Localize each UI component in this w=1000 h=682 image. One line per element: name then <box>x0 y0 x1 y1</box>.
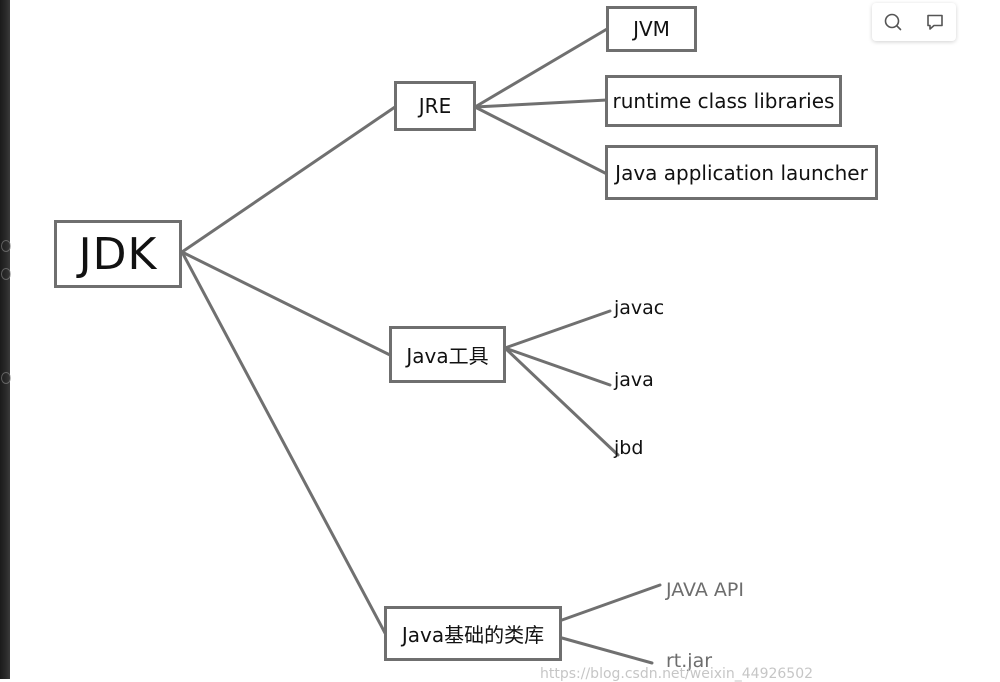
line-tools-javac <box>503 309 612 350</box>
leaf-rt-jar: rt.jar <box>666 650 713 672</box>
line-tools-java <box>503 346 612 387</box>
line-jre-libraries <box>473 98 609 109</box>
floating-toolbar <box>872 3 956 41</box>
node-java-tools: Java工具 <box>389 326 506 383</box>
edge-mark <box>1 372 11 384</box>
node-java-application-launcher: Java application launcher <box>605 145 878 200</box>
line-libs-api <box>560 583 662 622</box>
line-jdk-tools <box>180 250 392 357</box>
leaf-jbd: jbd <box>614 437 644 459</box>
watermark: https://blog.csdn.net/weixin_44926502 <box>540 666 814 682</box>
line-jdk-jre <box>180 105 397 254</box>
leaf-java: java <box>614 369 654 391</box>
node-java-base-libraries: Java基础的类库 <box>384 606 562 661</box>
line-jdk-libs <box>180 250 387 635</box>
line-jre-jvm <box>473 27 609 109</box>
node-runtime-class-libraries: runtime class libraries <box>605 75 842 127</box>
leaf-javac: javac <box>614 297 665 319</box>
edge-mark <box>1 268 11 280</box>
node-jdk: JDK <box>54 220 182 288</box>
leaf-java-api: JAVA API <box>666 579 744 601</box>
edge-mark <box>1 240 11 252</box>
background-edge <box>0 0 11 679</box>
line-jre-launcher <box>473 105 609 176</box>
comment-icon[interactable] <box>922 9 948 35</box>
node-jvm: JVM <box>606 6 697 52</box>
line-tools-jbd <box>503 346 620 457</box>
line-libs-rtjar <box>560 636 654 665</box>
node-jre: JRE <box>394 81 476 131</box>
search-icon[interactable] <box>880 9 906 35</box>
